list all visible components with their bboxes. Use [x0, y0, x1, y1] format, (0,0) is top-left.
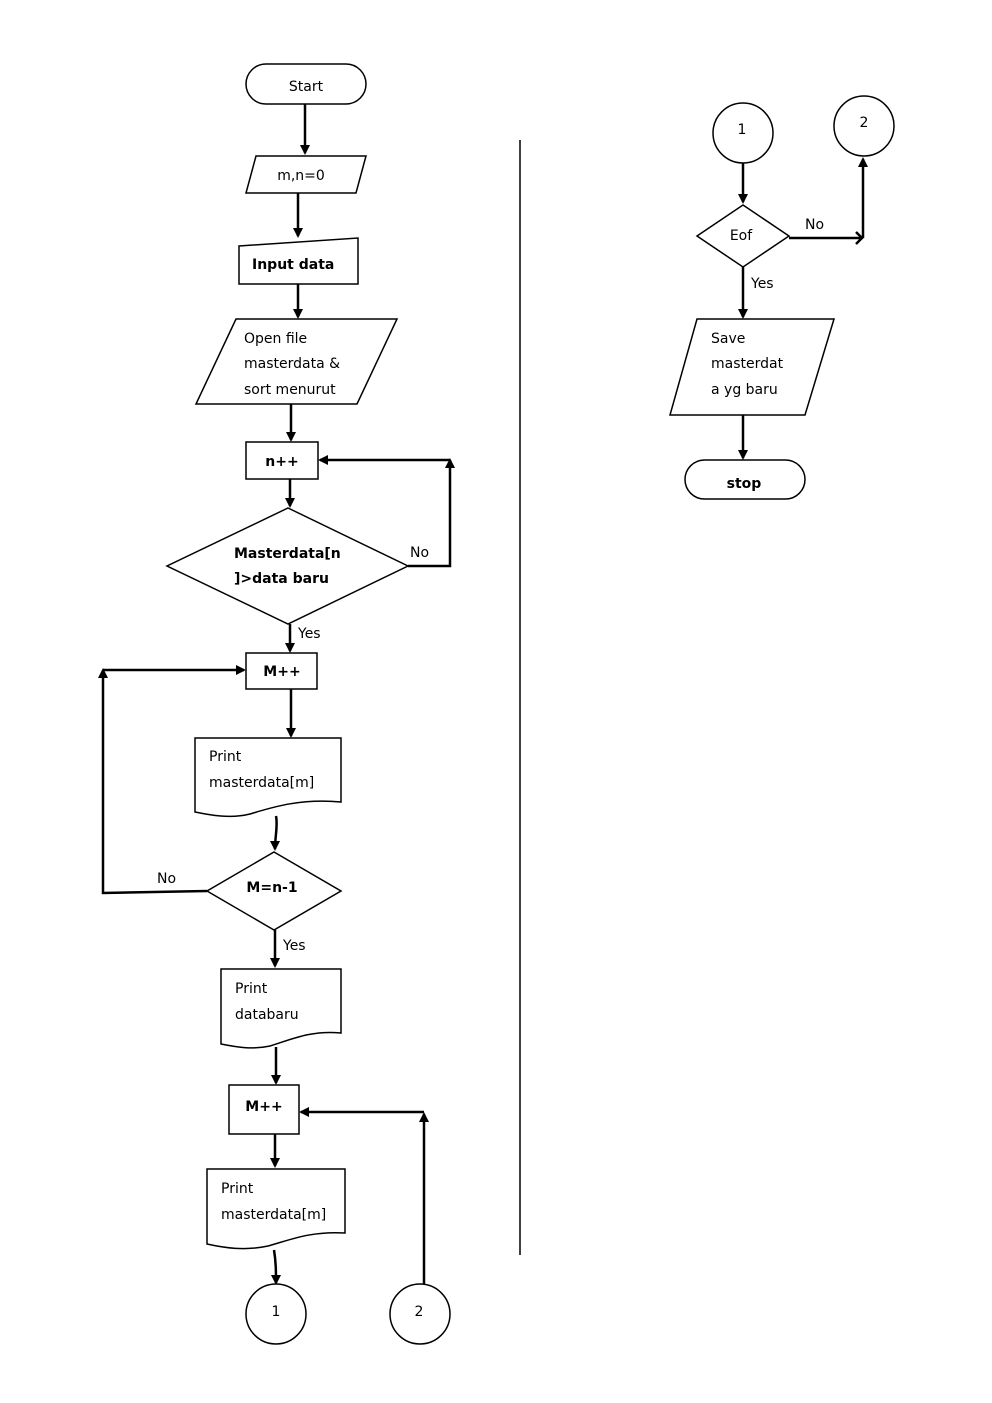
- edge-mcheck-no-up: [98, 668, 208, 895]
- n-increment-process: n++: [245, 441, 319, 480]
- start-label: Start: [289, 79, 324, 95]
- save-line-2: masterdat: [711, 356, 784, 372]
- open-file-line-3: sort menurut: [244, 382, 336, 398]
- print-master-1-line-1: Print: [209, 749, 242, 765]
- print-master-2-line-1: Print: [221, 1181, 254, 1197]
- input-data-node: Input data: [238, 237, 359, 285]
- m-check-no-label: No: [157, 871, 176, 887]
- edge-compare-no-up: [408, 458, 455, 568]
- init-io-node: m,n=0: [245, 155, 367, 194]
- compare-decision: Masterdata[n ]>data baru: [165, 507, 410, 625]
- m-increment-process-1: M++: [245, 652, 318, 690]
- edge-print2-conn1: [270, 1249, 281, 1285]
- connector-1-in: 1: [712, 102, 774, 164]
- eof-decision: Eof: [695, 204, 791, 268]
- print-databaru-line-2: databaru: [235, 1007, 299, 1023]
- connector-2-in: 2: [389, 1283, 451, 1345]
- m-check-decision: M=n-1: [205, 851, 343, 931]
- print-databaru-line-1: Print: [235, 981, 268, 997]
- connector-2-out-label: 2: [860, 115, 869, 131]
- print-databaru-document: Print databaru: [220, 968, 342, 1049]
- open-file-line-2: masterdata &: [244, 356, 340, 372]
- save-line-3: a yg baru: [711, 382, 778, 398]
- m-increment-label-2: M++: [245, 1099, 282, 1115]
- m-increment-label-1: M++: [263, 664, 300, 680]
- eof-no-label: No: [805, 217, 824, 233]
- connector-1-out: 1: [245, 1283, 307, 1345]
- m-check-yes-label: Yes: [282, 938, 306, 954]
- stop-terminator: stop: [684, 459, 806, 500]
- connector-1-out-label: 1: [272, 1304, 281, 1320]
- connector-1-in-label: 1: [738, 122, 747, 138]
- connector-2-out: 2: [833, 95, 895, 157]
- compare-line-1: Masterdata[n: [234, 546, 341, 562]
- compare-no-label: No: [410, 545, 429, 561]
- open-file-io-node: Open file masterdata & sort menurut: [194, 318, 399, 405]
- compare-yes-label: Yes: [297, 626, 321, 642]
- n-increment-label: n++: [265, 454, 298, 470]
- m-check-label: M=n-1: [246, 880, 297, 896]
- print-master-2-line-2: masterdata[m]: [221, 1207, 326, 1223]
- save-line-1: Save: [711, 331, 745, 347]
- edge-print1-mcheck: [270, 815, 281, 851]
- print-master-1-line-2: masterdata[m]: [209, 775, 314, 791]
- m-increment-process-2: M++: [228, 1084, 300, 1135]
- connector-2-in-label: 2: [415, 1304, 424, 1320]
- stop-label: stop: [727, 476, 762, 492]
- print-masterdata-document-2: Print masterdata[m]: [206, 1168, 346, 1250]
- print-masterdata-document-1: Print masterdata[m]: [194, 737, 342, 818]
- eof-label: Eof: [730, 228, 753, 244]
- input-data-label: Input data: [252, 257, 334, 273]
- open-file-line-1: Open file: [244, 331, 307, 347]
- init-label: m,n=0: [277, 168, 325, 184]
- compare-line-2: ]>data baru: [234, 571, 329, 587]
- save-io-node: Save masterdat a yg baru: [669, 318, 836, 416]
- start-terminator: Start: [245, 63, 367, 105]
- eof-yes-label: Yes: [750, 276, 774, 292]
